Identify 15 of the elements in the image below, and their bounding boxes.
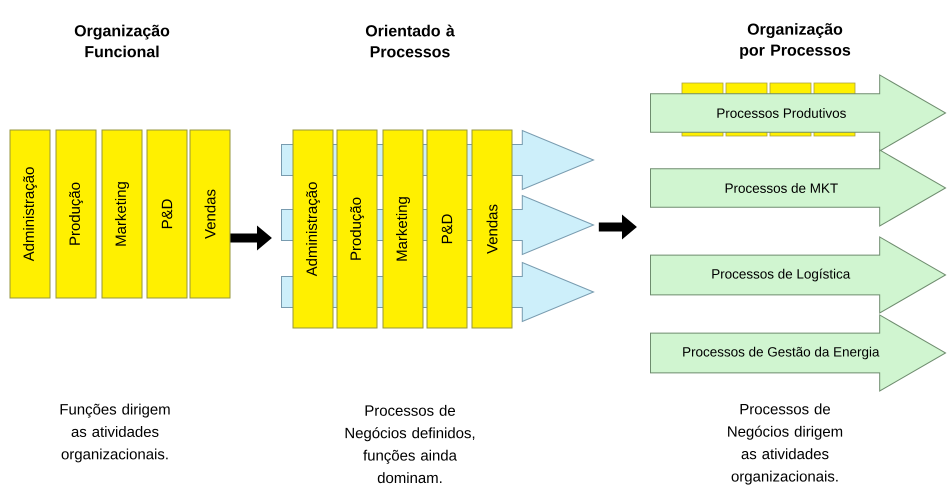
function-bar: Produção <box>56 130 96 298</box>
function-bar: Administração <box>292 130 334 328</box>
caption: Processos de Negócios definidos, funções ainda dominam. <box>346 404 474 484</box>
heading: Orientado à Processos <box>366 24 455 58</box>
function-bar: Produção <box>336 130 378 328</box>
heading: Organização por Processos <box>740 23 850 59</box>
function-bar: Vendas <box>472 130 512 328</box>
function-bar: Administração <box>10 130 50 298</box>
heading: Organização Funcional <box>74 24 170 58</box>
function-bar: P&D <box>146 130 188 298</box>
caption: Funções dirigem as atividades organizacionais. <box>60 404 170 462</box>
function-bar: Vendas <box>190 130 230 298</box>
function-bar: Marketing <box>382 130 424 328</box>
function-bar: Marketing <box>102 130 142 298</box>
function-bar: P&D <box>426 130 468 328</box>
